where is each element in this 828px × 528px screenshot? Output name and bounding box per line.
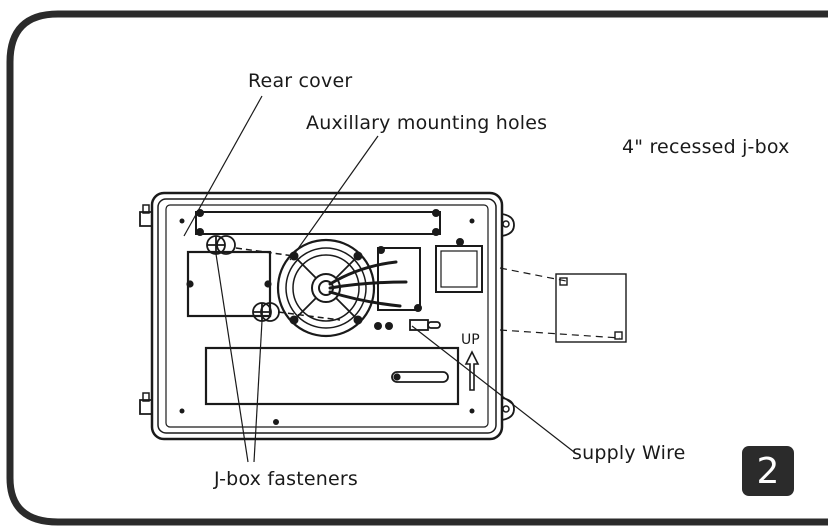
label-rear-cover: Rear cover bbox=[248, 70, 353, 92]
fixture-housing bbox=[139, 191, 515, 441]
dashed-connections bbox=[235, 247, 341, 321]
label-jbox: 4" recessed j-box bbox=[622, 136, 790, 158]
terminal-block bbox=[377, 246, 422, 312]
leader-lines bbox=[183, 95, 575, 463]
label-up: UP bbox=[461, 332, 480, 348]
outer-frame bbox=[6, 10, 828, 526]
corner-screws bbox=[179, 218, 475, 425]
recessed-jbox bbox=[555, 273, 627, 343]
jbox-fastener-lower bbox=[252, 302, 280, 322]
fan-grille bbox=[276, 238, 376, 338]
label-jbox-fasteners: J-box fasteners bbox=[214, 468, 358, 490]
step-badge: 2 bbox=[742, 446, 794, 496]
label-supply-wire: supply Wire bbox=[572, 442, 686, 464]
top-slot bbox=[195, 209, 441, 236]
connector-pair bbox=[374, 322, 393, 330]
sensor-box bbox=[435, 238, 483, 293]
jbox-dashed-lines bbox=[499, 267, 621, 339]
lower-panel bbox=[204, 346, 460, 406]
driver-box bbox=[186, 250, 272, 318]
wire-gland bbox=[409, 319, 441, 331]
label-aux-holes: Auxillary mounting holes bbox=[306, 112, 548, 134]
up-arrow-icon bbox=[464, 350, 480, 391]
supply-wires bbox=[328, 260, 408, 308]
